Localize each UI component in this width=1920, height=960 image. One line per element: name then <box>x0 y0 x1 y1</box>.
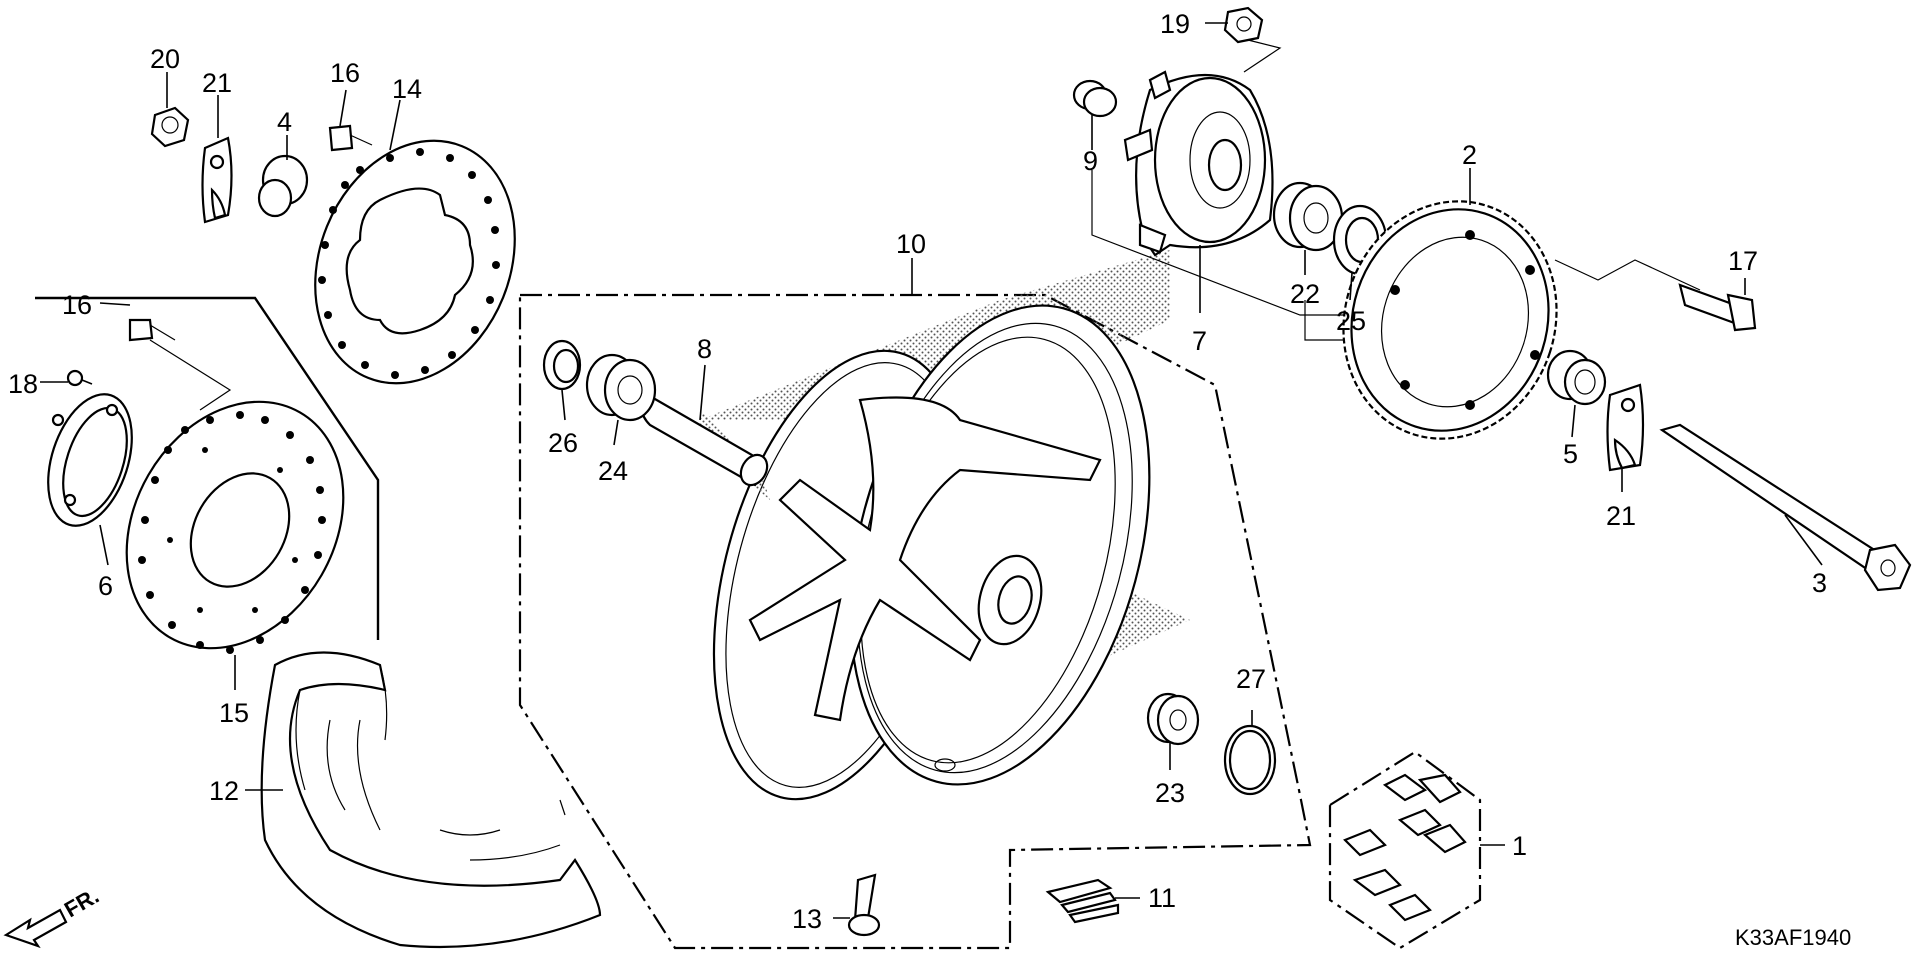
label-15: 15 <box>219 698 249 728</box>
driven-flange <box>1123 70 1274 257</box>
front-direction-arrow <box>3 908 68 949</box>
label-19: 19 <box>1160 9 1190 39</box>
leader-17 <box>1554 259 1701 291</box>
label-2: 2 <box>1462 140 1477 170</box>
label-4: 4 <box>277 107 292 137</box>
disc-bolt-upper <box>328 124 373 152</box>
label-25: 25 <box>1336 306 1366 336</box>
label-6: 6 <box>98 571 113 601</box>
label-16-upper: 16 <box>330 58 360 88</box>
leader-lines <box>40 22 1823 919</box>
label-22: 22 <box>1290 279 1320 309</box>
tire-valve <box>847 873 881 937</box>
collar-left <box>257 154 309 218</box>
label-8: 8 <box>697 334 712 364</box>
tire <box>260 651 602 949</box>
label-16-left: 16 <box>62 290 92 320</box>
leader-19 <box>1243 39 1282 73</box>
oil-seal-26 <box>542 339 582 391</box>
brake-disc-left <box>125 400 345 654</box>
o-ring <box>1223 724 1277 796</box>
bolt-small <box>66 369 93 387</box>
nut-left <box>150 106 190 148</box>
wheel-assembly-boundary <box>518 293 1312 950</box>
part-labels: 20 21 4 16 14 16 18 6 15 12 10 8 26 24 1… <box>8 9 1827 934</box>
disc-bolt-left <box>128 318 176 342</box>
pulser-ring <box>47 393 133 527</box>
label-11: 11 <box>1148 883 1176 913</box>
bearing-24 <box>585 353 657 422</box>
axle <box>1659 423 1912 592</box>
label-26: 26 <box>548 428 578 458</box>
brake-line-left <box>35 296 380 640</box>
sprocket <box>1342 200 1558 440</box>
label-18: 18 <box>8 369 38 399</box>
weight-set <box>1328 750 1482 950</box>
bracket-right <box>1606 383 1645 472</box>
label-21-left: 21 <box>202 68 232 98</box>
bracket-left <box>201 136 233 224</box>
collar-9 <box>1072 79 1118 118</box>
label-5: 5 <box>1563 439 1578 469</box>
leader-bolt-left <box>149 339 232 411</box>
label-1: 1 <box>1512 831 1527 861</box>
balance-weight <box>1045 878 1120 924</box>
label-21-right: 21 <box>1606 501 1636 531</box>
label-12: 12 <box>209 776 239 806</box>
diagram-code: K33AF1940 <box>1735 925 1851 950</box>
label-14: 14 <box>392 74 422 104</box>
label-17: 17 <box>1728 246 1758 276</box>
brake-disc-right <box>314 139 516 385</box>
distance-collar <box>640 393 770 500</box>
bearing-22 <box>1272 181 1344 252</box>
label-20: 20 <box>150 44 180 74</box>
collar-5 <box>1546 349 1607 406</box>
label-10: 10 <box>896 229 926 259</box>
label-7: 7 <box>1192 326 1207 356</box>
label-27: 27 <box>1236 664 1266 694</box>
nut-19 <box>1223 6 1264 44</box>
rear-wheel <box>700 250 1190 801</box>
label-24: 24 <box>598 456 628 486</box>
label-9: 9 <box>1083 146 1098 176</box>
sprocket-bolt <box>1678 283 1757 332</box>
label-3: 3 <box>1812 568 1827 598</box>
label-13: 13 <box>792 904 822 934</box>
front-direction-label: FR. <box>60 883 103 922</box>
bearing-23 <box>1146 692 1200 746</box>
label-23: 23 <box>1155 778 1185 808</box>
